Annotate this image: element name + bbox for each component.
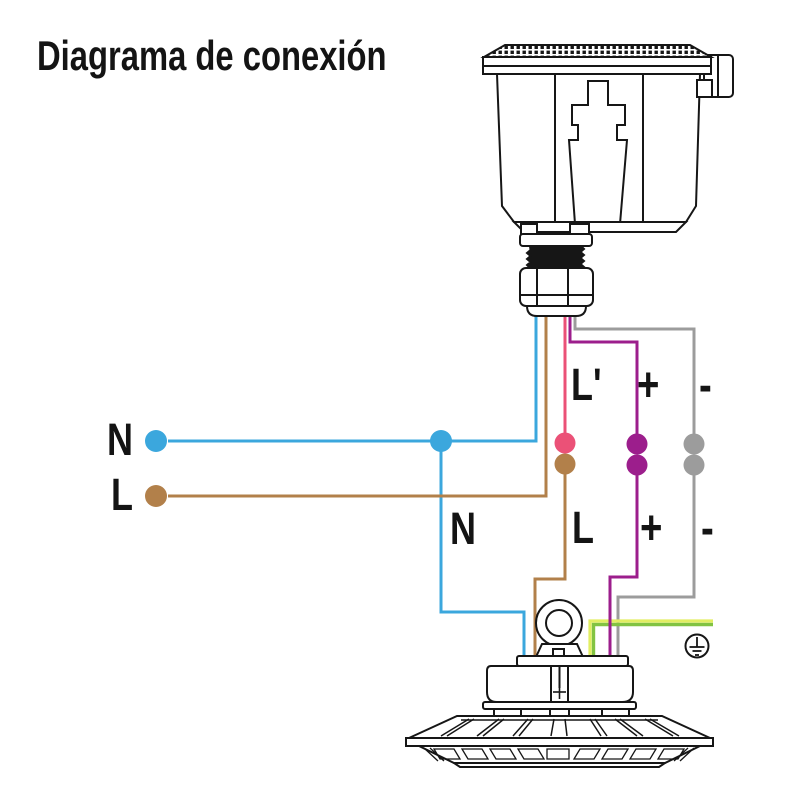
- sensor-top-cap: [480, 44, 715, 58]
- sensor-collar: [519, 233, 593, 247]
- label-sensor-dim-plus: +: [637, 359, 660, 412]
- dot-dim-minus-sensor: [683, 433, 705, 455]
- dot-dim-plus-luminaire: [626, 454, 648, 476]
- label-luminaire-neutral: N: [450, 503, 476, 554]
- connection-dots: [145, 430, 705, 507]
- dot-neutral-junction: [430, 430, 452, 452]
- luminaire-vent-slots: [432, 748, 686, 760]
- wires: [168, 312, 713, 658]
- wire-neutral-luminaire: [439, 441, 526, 658]
- luminaire-fins: [440, 718, 680, 737]
- wire-live-main: [168, 312, 548, 498]
- wire-dim-plus-sensor: [568, 312, 639, 436]
- dot-neutral-source: [145, 430, 167, 452]
- sensor-gland-nut: [519, 267, 594, 307]
- dot-live-source: [145, 485, 167, 507]
- dot-dim-minus-luminaire: [683, 454, 705, 476]
- label-luminaire-dim-plus: +: [640, 502, 663, 555]
- wire-dim-plus-luminaire: [608, 472, 639, 658]
- wire-earth-yellow: [588, 619, 713, 658]
- label-sensor-switched-live: L': [571, 359, 602, 410]
- earth-ground-icon: [684, 633, 710, 659]
- wire-neutral-main: [168, 312, 538, 443]
- ufo-highbay-drawing: [405, 599, 714, 768]
- photocell-sensor-drawing: [480, 44, 734, 317]
- dot-live-luminaire: [554, 453, 576, 475]
- dot-dim-plus-sensor: [626, 433, 648, 455]
- sensor-thread: [525, 245, 586, 269]
- luminaire-rim: [405, 737, 714, 747]
- dot-switched-live: [554, 432, 576, 454]
- sensor-gland-tip: [525, 305, 588, 317]
- page-title: Diagrama de conexión: [37, 32, 387, 79]
- wire-live-luminaire: [533, 470, 567, 658]
- label-sensor-dim-minus: -: [699, 359, 712, 412]
- wire-dim-minus-sensor: [573, 312, 696, 436]
- wire-dim-minus-luminaire: [616, 472, 696, 658]
- label-luminaire-dim-minus: -: [701, 502, 714, 555]
- label-mains-live: L: [111, 469, 133, 520]
- label-mains-neutral: N: [107, 414, 133, 465]
- label-luminaire-live: L: [572, 502, 594, 553]
- luminaire-top-plate: [516, 655, 629, 667]
- wire-earth-green: [591, 622, 713, 658]
